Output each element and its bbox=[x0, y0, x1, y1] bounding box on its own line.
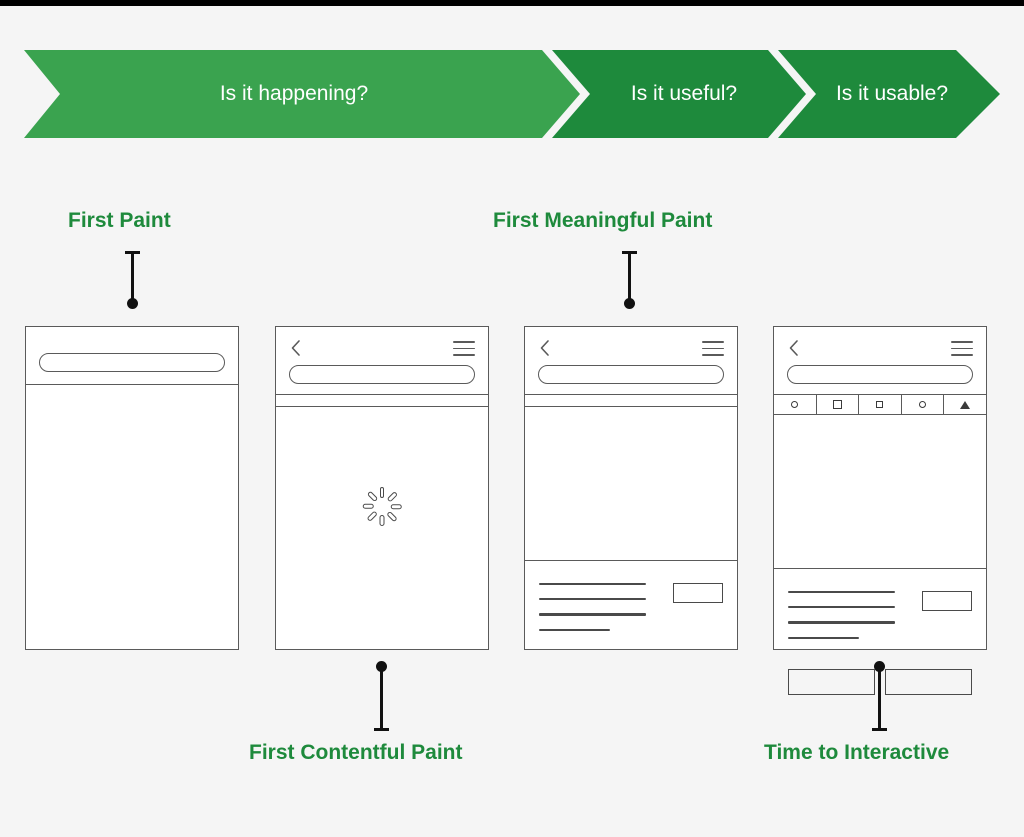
phase-banner: Is it happening? Is it useful? Is it usa… bbox=[24, 50, 1000, 138]
address-bar[interactable] bbox=[787, 365, 973, 384]
diagram-canvas: Is it happening? Is it useful? Is it usa… bbox=[0, 6, 1024, 831]
text-cluster bbox=[539, 583, 723, 645]
toolbar-item-3[interactable] bbox=[859, 395, 902, 414]
connector-first-contentful-paint bbox=[373, 661, 389, 731]
toolbar-item-1[interactable] bbox=[774, 395, 817, 414]
banner-segment-useful[interactable] bbox=[552, 50, 806, 138]
connector-dot bbox=[623, 298, 635, 309]
page-viewport bbox=[525, 407, 737, 649]
address-bar[interactable] bbox=[39, 353, 225, 372]
page-viewport bbox=[774, 415, 986, 695]
banner-label-useful: Is it useful? bbox=[630, 82, 738, 105]
connector-line bbox=[627, 251, 631, 307]
top-black-bar bbox=[0, 0, 1024, 6]
metric-label-first-contentful-paint: First Contentful Paint bbox=[249, 741, 463, 764]
connector-time-to-interactive bbox=[871, 661, 887, 731]
text-line bbox=[539, 598, 646, 601]
text-cluster bbox=[788, 591, 972, 653]
text-line bbox=[788, 591, 895, 594]
action-button-right[interactable] bbox=[885, 669, 972, 695]
content-section bbox=[525, 560, 737, 649]
address-bar[interactable] bbox=[289, 365, 475, 384]
phone-frame-first-paint bbox=[25, 326, 239, 650]
connector-line bbox=[130, 251, 134, 307]
banner-segment-usable[interactable] bbox=[778, 50, 1000, 138]
phone-frame-time-to-interactive bbox=[773, 326, 987, 695]
chevron-left-icon[interactable] bbox=[539, 339, 551, 357]
hamburger-menu-icon[interactable] bbox=[702, 341, 724, 356]
square-icon bbox=[832, 400, 842, 409]
metric-label-time-to-interactive: Time to Interactive bbox=[764, 741, 950, 764]
action-button-row bbox=[788, 669, 972, 695]
text-line bbox=[539, 583, 646, 586]
hamburger-menu-icon[interactable] bbox=[453, 341, 475, 356]
action-button-left[interactable] bbox=[788, 669, 875, 695]
metric-label-first-meaningful-paint: First Meaningful Paint bbox=[493, 209, 713, 232]
progress-strip bbox=[276, 395, 488, 407]
triangle-icon bbox=[960, 400, 971, 409]
banner-shapes bbox=[24, 50, 1000, 138]
hamburger-menu-icon[interactable] bbox=[951, 341, 973, 356]
browser-chrome bbox=[26, 327, 238, 385]
toolbar-item-4[interactable] bbox=[902, 395, 945, 414]
banner-label-happening: Is it happening? bbox=[219, 82, 369, 105]
connector-first-paint bbox=[124, 251, 140, 309]
text-line bbox=[788, 636, 859, 639]
browser-chrome bbox=[276, 327, 488, 395]
connector-dot bbox=[126, 298, 138, 309]
phone-frame-first-meaningful-paint bbox=[524, 326, 738, 650]
banner-segment-happening[interactable] bbox=[24, 50, 580, 138]
banner-label-usable: Is it usable? bbox=[835, 82, 949, 105]
connector-line bbox=[379, 663, 383, 731]
connector-cap bbox=[871, 728, 887, 731]
browser-chrome bbox=[774, 327, 986, 395]
browser-chrome bbox=[525, 327, 737, 395]
square-small-icon bbox=[876, 401, 884, 408]
text-line bbox=[539, 613, 646, 616]
thumbnail-placeholder bbox=[922, 591, 972, 611]
page-viewport bbox=[26, 385, 238, 649]
metric-label-first-paint: First Paint bbox=[68, 209, 171, 232]
circle-icon bbox=[791, 401, 799, 408]
connector-first-meaningful-paint bbox=[621, 251, 637, 309]
app-toolbar bbox=[774, 395, 986, 415]
chevron-left-icon[interactable] bbox=[290, 339, 302, 357]
text-line bbox=[788, 621, 895, 624]
phone-frame-first-contentful-paint bbox=[275, 326, 489, 650]
connector-cap bbox=[373, 728, 389, 731]
circle-icon bbox=[919, 401, 927, 408]
toolbar-item-2[interactable] bbox=[817, 395, 860, 414]
text-line bbox=[539, 628, 610, 631]
page-viewport bbox=[276, 407, 488, 649]
connector-line bbox=[877, 663, 881, 731]
address-bar[interactable] bbox=[538, 365, 724, 384]
thumbnail-placeholder bbox=[673, 583, 723, 603]
toolbar-item-5[interactable] bbox=[944, 395, 986, 414]
loading-spinner-icon bbox=[360, 484, 404, 528]
chevron-left-icon[interactable] bbox=[788, 339, 800, 357]
progress-strip bbox=[525, 395, 737, 407]
text-line bbox=[788, 606, 895, 609]
content-section bbox=[774, 568, 986, 695]
